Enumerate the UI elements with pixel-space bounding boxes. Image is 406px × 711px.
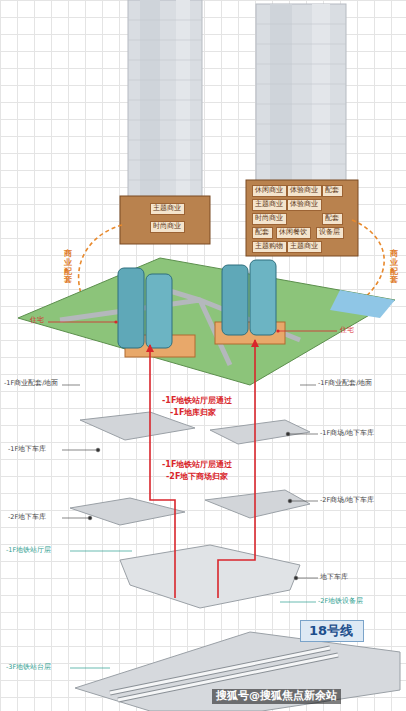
route-arrowhead	[146, 339, 259, 352]
floor-label: -1F商场/地下车库	[320, 430, 374, 437]
shop-tag: 时尚商业	[150, 221, 185, 233]
floor-plane	[210, 420, 310, 444]
floor-plane	[205, 490, 310, 518]
node-text: 休闲商业	[255, 187, 284, 195]
platform-plane	[75, 632, 400, 711]
node-text: 18号线	[309, 622, 355, 640]
node-text: 配套	[325, 187, 340, 195]
section-label: 商业配套	[390, 250, 398, 285]
route-line	[150, 340, 255, 598]
subway-label: -2F地铁设备层	[318, 598, 363, 605]
floor-label: -1F地下车库	[8, 446, 46, 453]
podium-base	[120, 196, 210, 244]
floor-label: 地下车库	[320, 574, 348, 581]
shop-tag: 配套	[322, 213, 343, 225]
teal-leaders	[70, 551, 316, 668]
shop-tag: 配套	[322, 185, 343, 197]
floor-plane	[70, 498, 185, 525]
node-text: 休闲餐饮	[279, 229, 308, 237]
node-text: 时尚商业	[255, 215, 284, 223]
residential-towers	[118, 260, 285, 357]
site-plane	[18, 258, 395, 385]
route-note: -1F地铁站厅层通过	[162, 396, 232, 405]
callout-label: 住宅	[340, 326, 354, 334]
shop-tag: 休闲商业	[252, 185, 287, 197]
shop-tag: 体验商业	[287, 185, 322, 197]
shop-tag: 主题商业	[287, 241, 322, 253]
section-label: 商业配套	[64, 250, 72, 285]
leader-dot	[114, 320, 117, 323]
subway-label: -3F地铁站台层	[6, 664, 51, 671]
subway-label: -1F地铁站厅层	[6, 547, 51, 554]
callout-label: 住宅	[30, 316, 44, 324]
watermark: 搜狐号@搜狐焦点新余站	[212, 689, 341, 704]
subway-hall	[120, 545, 300, 608]
node-text: 体验商业	[290, 201, 319, 209]
node-text: 主题商业	[255, 201, 284, 209]
shop-tag: 主题购物	[252, 241, 287, 253]
node-text: 设备层	[319, 229, 341, 237]
podium-base	[246, 180, 358, 256]
leader-line	[48, 322, 116, 323]
shop-tag: 体验商业	[287, 199, 322, 211]
shop-tag: 主题商业	[252, 199, 287, 211]
node-text: 配套	[325, 215, 340, 223]
shop-tag: 时尚商业	[252, 213, 287, 225]
floor-label: -2F商场/地下车库	[320, 497, 374, 504]
floor-label: -1F商业配套/地面	[318, 380, 372, 387]
shop-tag: 设备层	[316, 227, 344, 239]
floor-label: -2F地下车库	[8, 514, 46, 521]
shop-tag: 主题商业	[150, 203, 185, 215]
route-note: -2F地下商场归家	[166, 472, 228, 481]
leader-dot	[276, 329, 279, 332]
route-note: -1F地铁站厅层通过	[162, 460, 232, 469]
node-text: 主题购物	[255, 243, 284, 251]
route-note: -1F地库归家	[170, 408, 216, 417]
node-text: 主题商业	[153, 205, 182, 213]
water	[330, 290, 395, 318]
node-text: 配套	[255, 229, 270, 237]
shop-tag: 配套	[252, 227, 273, 239]
tower-floor-lines	[128, 20, 346, 180]
node-text: 时尚商业	[153, 223, 182, 231]
line-band: 18号线	[300, 620, 364, 642]
node-text: 主题商业	[290, 243, 319, 251]
floor-leaders	[62, 385, 318, 580]
shop-tag: 休闲餐饮	[276, 227, 311, 239]
tower-sketch	[128, 0, 346, 197]
node-text: 体验商业	[290, 187, 319, 195]
floor-label: -1F商业配套/地面	[4, 380, 58, 387]
leader-line	[278, 331, 337, 332]
